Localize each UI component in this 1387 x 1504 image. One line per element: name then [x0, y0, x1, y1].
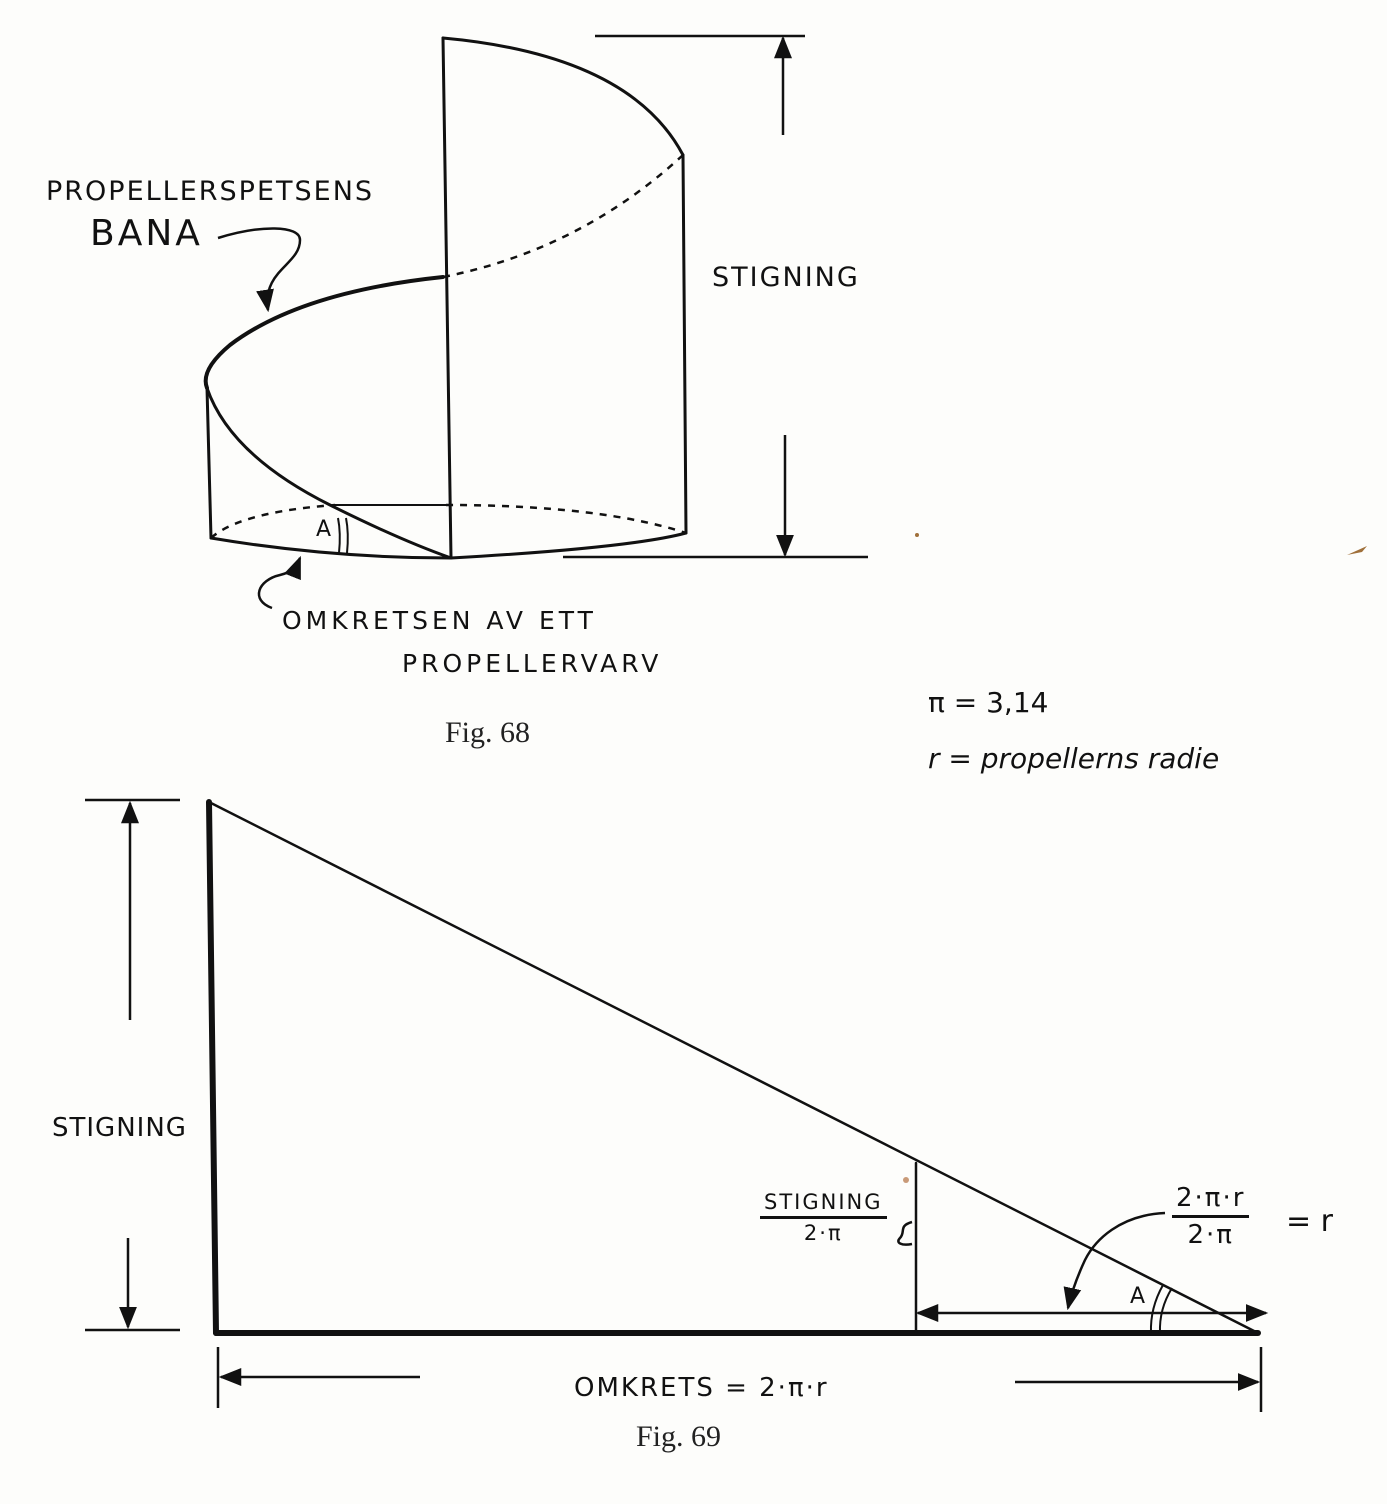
triangle-vertical-side [206, 799, 219, 1336]
fraction-radius: 2·π·r 2·π [1172, 1183, 1250, 1250]
label-pitch-fig69: STIGNING [52, 1113, 187, 1143]
fraction-radius-numerator: 2·π·r [1172, 1183, 1250, 1218]
label-angle-fig68: A [316, 517, 332, 542]
cylinder-bottom-arc-right [449, 531, 688, 560]
cylinder-right-edge [681, 153, 688, 535]
fraction-pitch-over-2pi: STIGNING 2·π [760, 1190, 887, 1245]
fig69-angle-mark [1149, 1284, 1173, 1334]
leader-circ-label [257, 555, 302, 610]
cylinder-bottom-arc-left [209, 536, 453, 560]
fig68-angle-mark [337, 517, 349, 554]
speck [1347, 546, 1367, 555]
cylinder-front-edge [441, 36, 453, 560]
fig69-circ-dimension [216, 1347, 1263, 1412]
label-circ-fig69: OMKRETS = 2·π·r [574, 1373, 829, 1403]
helix-hidden [442, 154, 684, 279]
speck [903, 1177, 909, 1183]
fraction-pitch-numerator: STIGNING [760, 1190, 887, 1219]
fraction-pitch-denominator: 2·π [803, 1221, 843, 1245]
note-pi: π = 3,14 [928, 686, 1049, 719]
caption-fig69: Fig. 69 [636, 1420, 722, 1453]
fraction-radius-denominator: 2·π [1187, 1220, 1234, 1250]
fig69-triangle [206, 799, 1261, 1336]
fig69-pitch-dimension [85, 798, 180, 1332]
leader-small-fraction [897, 1220, 913, 1246]
label-path-line1: PROPELLERSPETSENS [46, 176, 375, 207]
helix-upper [203, 275, 445, 390]
note-radius: r = propellerns radie [928, 742, 1220, 775]
fraction-radius-equals: = r [1286, 1204, 1334, 1239]
leader-path-label [217, 227, 302, 313]
caption-fig68: Fig. 68 [445, 716, 531, 749]
helix-lower [205, 386, 453, 560]
cylinder-top-arc [441, 36, 685, 157]
fig68-pitch-dimension [563, 34, 868, 559]
triangle-hypotenuse [207, 800, 1260, 1335]
fig68-cylinder [203, 36, 688, 560]
label-angle-fig69: A [1130, 1284, 1146, 1309]
label-circ-line2: PROPELLERVARV [402, 649, 663, 678]
leader-radius-fraction [1063, 1211, 1166, 1311]
speck [915, 533, 919, 537]
cylinder-left-edge [205, 386, 213, 540]
label-path-line2: BANA [90, 213, 203, 254]
back-arc-right-hidden [445, 503, 687, 535]
label-pitch-fig68: STIGNING [712, 262, 860, 293]
label-circ-line1: OMKRETSEN AV ETT [282, 606, 597, 635]
